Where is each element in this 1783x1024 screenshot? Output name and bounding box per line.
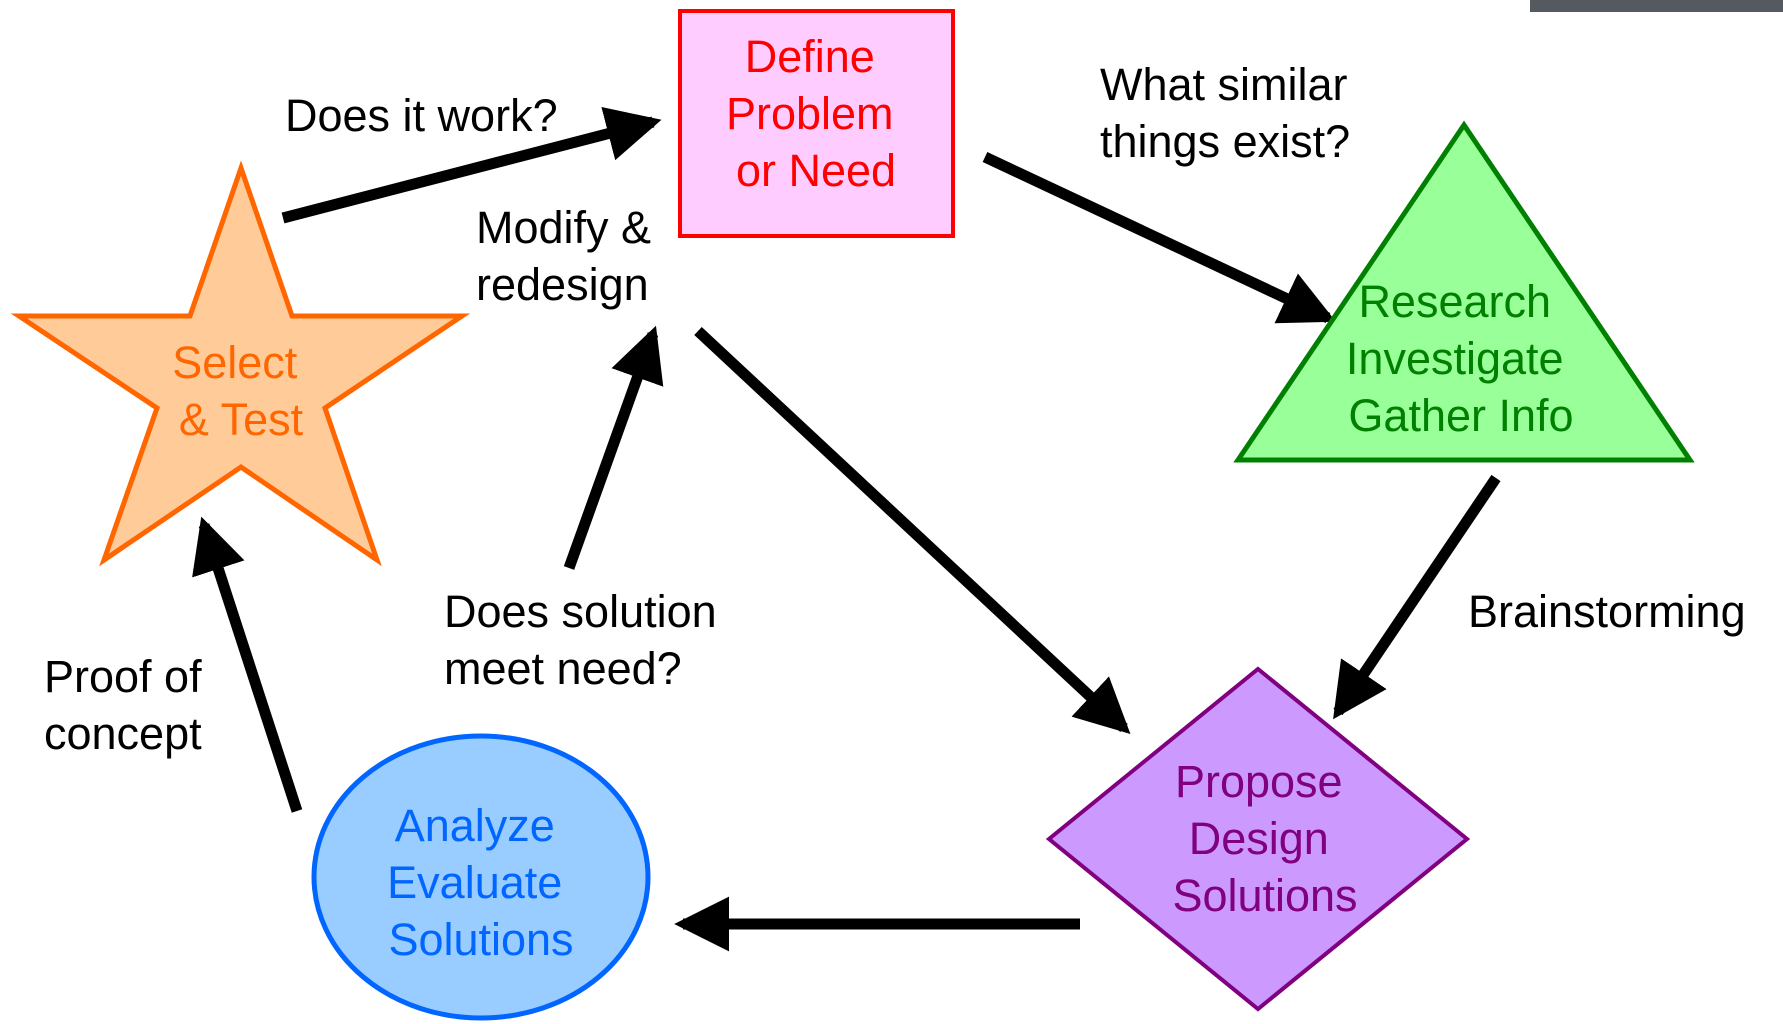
label-does-it-work-line-1: Does it work? [285, 90, 558, 141]
label-proof-of-concept-line-2: concept [44, 708, 202, 759]
define-problem-box [678, 9, 955, 238]
label-modify-redesign-line-2: redesign [476, 259, 649, 310]
label-what-similar: What similar things exist? [1100, 59, 1360, 167]
research-label-line-3: Gather Info [1348, 390, 1573, 441]
label-modify-redesign: Modify & redesign [476, 202, 664, 310]
define-problem-label-line-3: or Need [736, 145, 896, 196]
analyze-label-line-3: Solutions [388, 914, 573, 965]
label-does-solution-line-1: Does solution [444, 586, 717, 637]
research-triangle [1233, 120, 1695, 463]
label-modify-redesign-line-1: Modify & [476, 202, 651, 253]
node-analyze-solutions[interactable]: Analyze Evaluate Solutions [311, 733, 651, 1021]
analyze-label-line-1: Analyze [395, 800, 555, 851]
select-star [10, 160, 471, 567]
arrow-analyze-to-select [192, 516, 303, 813]
select-label-line-2: & Test [179, 394, 304, 445]
node-research[interactable]: Research Investigate Gather Info [1233, 120, 1695, 463]
analyze-label-line-2: Evaluate [387, 857, 562, 908]
select-label: Select & Test [172, 337, 310, 445]
arrow-redesign-to-propose [694, 326, 1131, 734]
propose-label: Propose Design Solutions [1172, 756, 1357, 921]
label-does-solution-line-2: meet need? [444, 643, 682, 694]
label-what-similar-line-1: What similar [1100, 59, 1348, 110]
analyze-ellipse [311, 733, 651, 1021]
propose-diamond [1045, 666, 1471, 1012]
research-label: Research Investigate Gather Info [1346, 276, 1576, 441]
arrow-define-to-research [982, 152, 1336, 324]
propose-label-line-1: Propose [1175, 756, 1343, 807]
arrow-evaluate-to-redesign [563, 325, 664, 570]
label-proof-of-concept-line-1: Proof of [44, 651, 202, 702]
research-label-line-2: Investigate [1346, 333, 1564, 384]
corner-photo-fragment [1530, 0, 1783, 12]
define-problem-label: Define Problem or Need [726, 31, 906, 196]
label-proof-of-concept: Proof of concept [44, 651, 214, 759]
define-problem-label-line-2: Problem [726, 88, 894, 139]
label-does-it-work: Does it work? [285, 90, 558, 141]
propose-label-line-2: Design [1189, 813, 1329, 864]
label-brainstorming: Brainstorming [1468, 586, 1746, 637]
arrow-select-to-define [281, 106, 662, 224]
node-propose-solutions[interactable]: Propose Design Solutions [1045, 666, 1471, 1012]
define-problem-label-line-1: Define [745, 31, 875, 82]
propose-label-line-3: Solutions [1172, 870, 1357, 921]
analyze-label: Analyze Evaluate Solutions [387, 800, 575, 965]
label-does-solution: Does solution meet need? [444, 586, 729, 694]
label-brainstorming-line-1: Brainstorming [1468, 586, 1746, 637]
node-define-problem[interactable]: Define Problem or Need [678, 9, 955, 238]
node-select-test[interactable]: Select & Test [10, 160, 471, 567]
arrow-research-to-propose [1333, 474, 1501, 720]
label-what-similar-line-2: things exist? [1100, 116, 1350, 167]
select-label-line-1: Select [172, 337, 298, 388]
research-label-line-1: Research [1358, 276, 1551, 327]
